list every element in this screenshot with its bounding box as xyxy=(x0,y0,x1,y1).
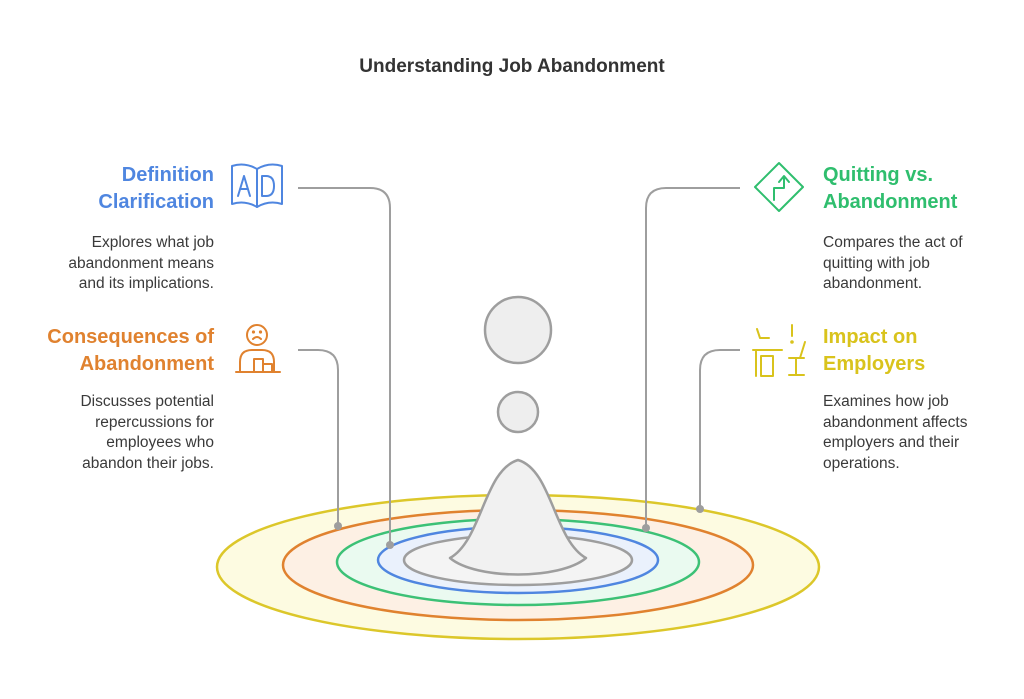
consequences-heading: Consequences of Abandonment xyxy=(47,324,214,378)
definition-description: Explores what job abandonment means and … xyxy=(68,233,214,295)
quitting-description: Compares the act of quitting with job ab… xyxy=(823,233,963,295)
impact-desc-line3: employers and their xyxy=(823,434,960,451)
connector-definition xyxy=(298,187,391,545)
consequences-desc-line2: repercussions for xyxy=(95,413,214,431)
quitting-heading: Quitting vs. Abandonment xyxy=(823,162,957,216)
impact-heading: Impact on Employers xyxy=(823,324,925,378)
impact-desc-line4: operations. xyxy=(823,454,900,472)
connector-dot-definition xyxy=(386,541,394,549)
impact-desc-line2: abandonment affects xyxy=(823,413,968,431)
consequences-description: Discusses potential repercussions for em… xyxy=(80,392,214,474)
connector-consequences xyxy=(298,349,339,526)
diagram-title: Understanding Job Abandonment xyxy=(359,56,665,77)
impact-desc-line1: Examines how job xyxy=(823,393,949,410)
connector-dot-quitting xyxy=(642,524,650,532)
definition-heading-line1: Definition xyxy=(121,164,214,186)
splash-column xyxy=(448,458,588,576)
definition-desc-line2: abandonment means xyxy=(68,254,214,272)
quitting-desc-line2: quitting with job xyxy=(823,254,930,272)
impact-heading-line2: Employers xyxy=(823,353,926,375)
quitting-heading-line2: Abandonment xyxy=(823,191,958,213)
quitting-desc-line3: abandonment. xyxy=(823,275,923,292)
definition-desc-line1: Explores what job xyxy=(91,234,214,251)
consequences-desc-line3: employees who xyxy=(106,434,214,451)
consequences-desc-line4: abandon their jobs. xyxy=(82,454,214,472)
definition-heading-line2: Clarification xyxy=(98,191,214,213)
connector-dot-consequences xyxy=(334,522,342,530)
sad-person-desk-icon xyxy=(235,324,281,373)
book-ad-icon xyxy=(231,163,283,208)
consequences-heading-line2: Abandonment xyxy=(79,353,214,375)
quitting-desc-line1: Compares the act of xyxy=(823,234,963,251)
droplet-small xyxy=(496,390,540,434)
connector-impact xyxy=(699,349,740,509)
definition-heading: Definition Clarification xyxy=(98,162,214,216)
connector-quitting xyxy=(645,187,740,528)
road-sign-turn-icon xyxy=(754,162,804,212)
connector-dot-impact xyxy=(696,505,704,513)
consequences-desc-line1: Discusses potential xyxy=(80,393,214,410)
consequences-heading-line1: Consequences of xyxy=(47,326,214,348)
empty-desk-icon xyxy=(752,324,806,377)
definition-desc-line3: and its implications. xyxy=(78,275,214,292)
impact-heading-line1: Impact on xyxy=(823,326,918,348)
droplet-large xyxy=(483,295,553,365)
impact-description: Examines how job abandonment affects emp… xyxy=(823,392,968,474)
quitting-heading-line1: Quitting vs. xyxy=(823,164,933,186)
